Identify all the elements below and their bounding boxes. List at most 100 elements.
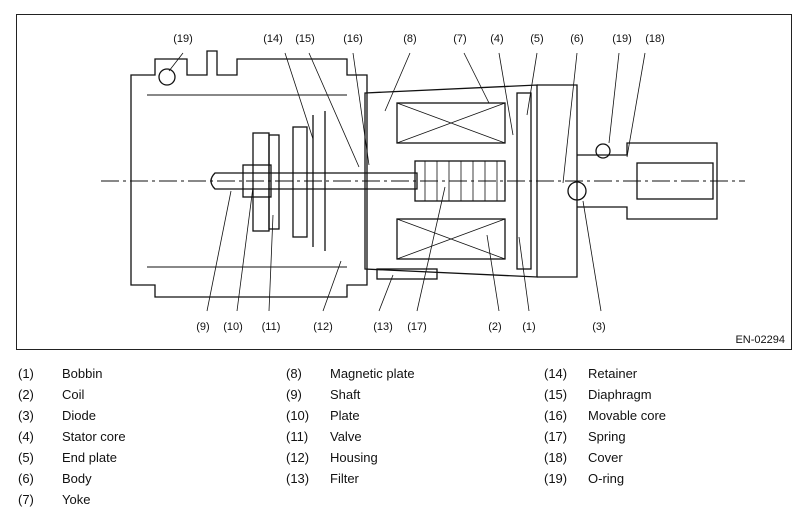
- movable-core: [414, 160, 506, 202]
- legend-num: (14): [544, 366, 568, 381]
- legend-label: O-ring: [588, 471, 625, 486]
- legend-item: (15) Diaphragm: [544, 387, 652, 402]
- callout-16: (16): [343, 33, 363, 45]
- coil-hatch: [396, 102, 506, 260]
- o-ring-right: [595, 143, 611, 159]
- callout-17: (17): [407, 321, 427, 333]
- legend-num: (10): [286, 408, 310, 423]
- legend-label: Coil: [62, 387, 85, 402]
- legend-label: Yoke: [62, 492, 91, 507]
- callout-19b: (19): [612, 33, 632, 45]
- callout-8: (8): [403, 33, 417, 45]
- legend-label: Diaphragm: [588, 387, 652, 402]
- figure-code: EN-02294: [735, 334, 785, 346]
- legend-item: (8)Magnetic plate: [286, 366, 415, 381]
- legend-num: (5): [18, 450, 34, 465]
- legend-item: (17) Spring: [544, 429, 626, 444]
- coil-lower: [396, 218, 506, 260]
- legend-item: (2) Coil: [18, 387, 84, 402]
- legend-label: Bobbin: [62, 366, 103, 381]
- callout-2: (2): [488, 321, 502, 333]
- legend-num: (18): [544, 450, 568, 465]
- spring: [424, 161, 498, 201]
- legend-num: (13): [286, 471, 310, 486]
- legend-item: (19) O-ring: [544, 471, 624, 486]
- legend-item: (11) Valve: [286, 429, 362, 444]
- housing-outline: [130, 50, 368, 298]
- legend-item: (18) Cover: [544, 450, 623, 465]
- housing-inner-lines: [147, 94, 347, 268]
- legend-num: (1): [18, 366, 34, 381]
- legend-label: Cover: [588, 450, 623, 465]
- shaft-collar: [242, 164, 272, 198]
- legend-label: Movable core: [588, 408, 667, 423]
- callout-14: (14): [263, 33, 283, 45]
- callout-3: (3): [592, 321, 606, 333]
- callout-15: (15): [295, 33, 315, 45]
- legend-label: Filter: [330, 471, 359, 486]
- legend-num: (19): [544, 471, 568, 486]
- callout-1: (1): [522, 321, 536, 333]
- legend-label: Stator core: [62, 429, 126, 444]
- legend-num: (12): [286, 450, 310, 465]
- connector: [636, 162, 714, 200]
- legend-item: (5) End plate: [18, 450, 117, 465]
- body-right: [577, 142, 718, 220]
- filter: [376, 268, 438, 280]
- legend-num: (6): [18, 471, 34, 486]
- legend-num: (15): [544, 387, 568, 402]
- callout-10: (10): [223, 321, 243, 333]
- legend-label: Housing: [330, 450, 378, 465]
- legend-item: (12) Housing: [286, 450, 378, 465]
- legend-num: (7): [18, 492, 34, 507]
- legend-num: (17): [544, 429, 568, 444]
- legend-label: Valve: [330, 429, 362, 444]
- callout-9: (9): [196, 321, 210, 333]
- o-ring-left: [158, 68, 176, 86]
- legend-num: (2): [18, 387, 34, 402]
- legend-item: (3) Diode: [18, 408, 96, 423]
- callout-11: (11): [261, 321, 281, 333]
- callout-18: (18): [645, 33, 665, 45]
- legend-item: (7) Yoke: [18, 492, 90, 507]
- shaft: [210, 172, 418, 190]
- legend-label: Body: [62, 471, 92, 486]
- legend-item: (9) Shaft: [286, 387, 360, 402]
- diagram-frame: (19) (14) (15) (16) (8) (7) (4) (5) (6) …: [16, 14, 792, 350]
- callout-5: (5): [530, 33, 544, 45]
- callout-19a: (19): [173, 33, 193, 45]
- callout-12: (12): [313, 321, 333, 333]
- legend-item: (10) Plate: [286, 408, 360, 423]
- callout-4: (4): [490, 33, 504, 45]
- legend-label: Diode: [62, 408, 96, 423]
- legend-num: (9): [286, 387, 302, 402]
- legend-num: (8): [286, 366, 302, 381]
- legend-item: (4) Stator core: [18, 429, 126, 444]
- end-plate: [516, 92, 532, 270]
- legend-num: (3): [18, 408, 34, 423]
- legend-item: (13) Filter: [286, 471, 359, 486]
- valve-disc: [268, 134, 280, 230]
- callout-6: (6): [570, 33, 584, 45]
- callout-7: (7): [453, 33, 467, 45]
- legend-num: (11): [286, 429, 309, 444]
- diaphragm-lines: [312, 111, 326, 251]
- legend-label: Shaft: [330, 387, 361, 402]
- plate: [252, 132, 270, 232]
- solenoid-cross-section: [101, 50, 745, 312]
- legend-item: (16) Movable core: [544, 408, 666, 423]
- legend-item: (14) Retainer: [544, 366, 637, 381]
- legend-label: Plate: [330, 408, 360, 423]
- diode: [567, 181, 587, 201]
- retainer: [292, 126, 308, 238]
- coil-upper: [396, 102, 506, 144]
- leader-lines: [168, 52, 646, 312]
- legend-num: (16): [544, 408, 568, 423]
- legend-num: (4): [18, 429, 34, 444]
- legend-label: End plate: [62, 450, 117, 465]
- callout-13: (13): [373, 321, 393, 333]
- yoke: [537, 84, 578, 278]
- legend-label: Spring: [588, 429, 626, 444]
- legend-item: (6) Body: [18, 471, 92, 486]
- legend-label: Retainer: [588, 366, 638, 381]
